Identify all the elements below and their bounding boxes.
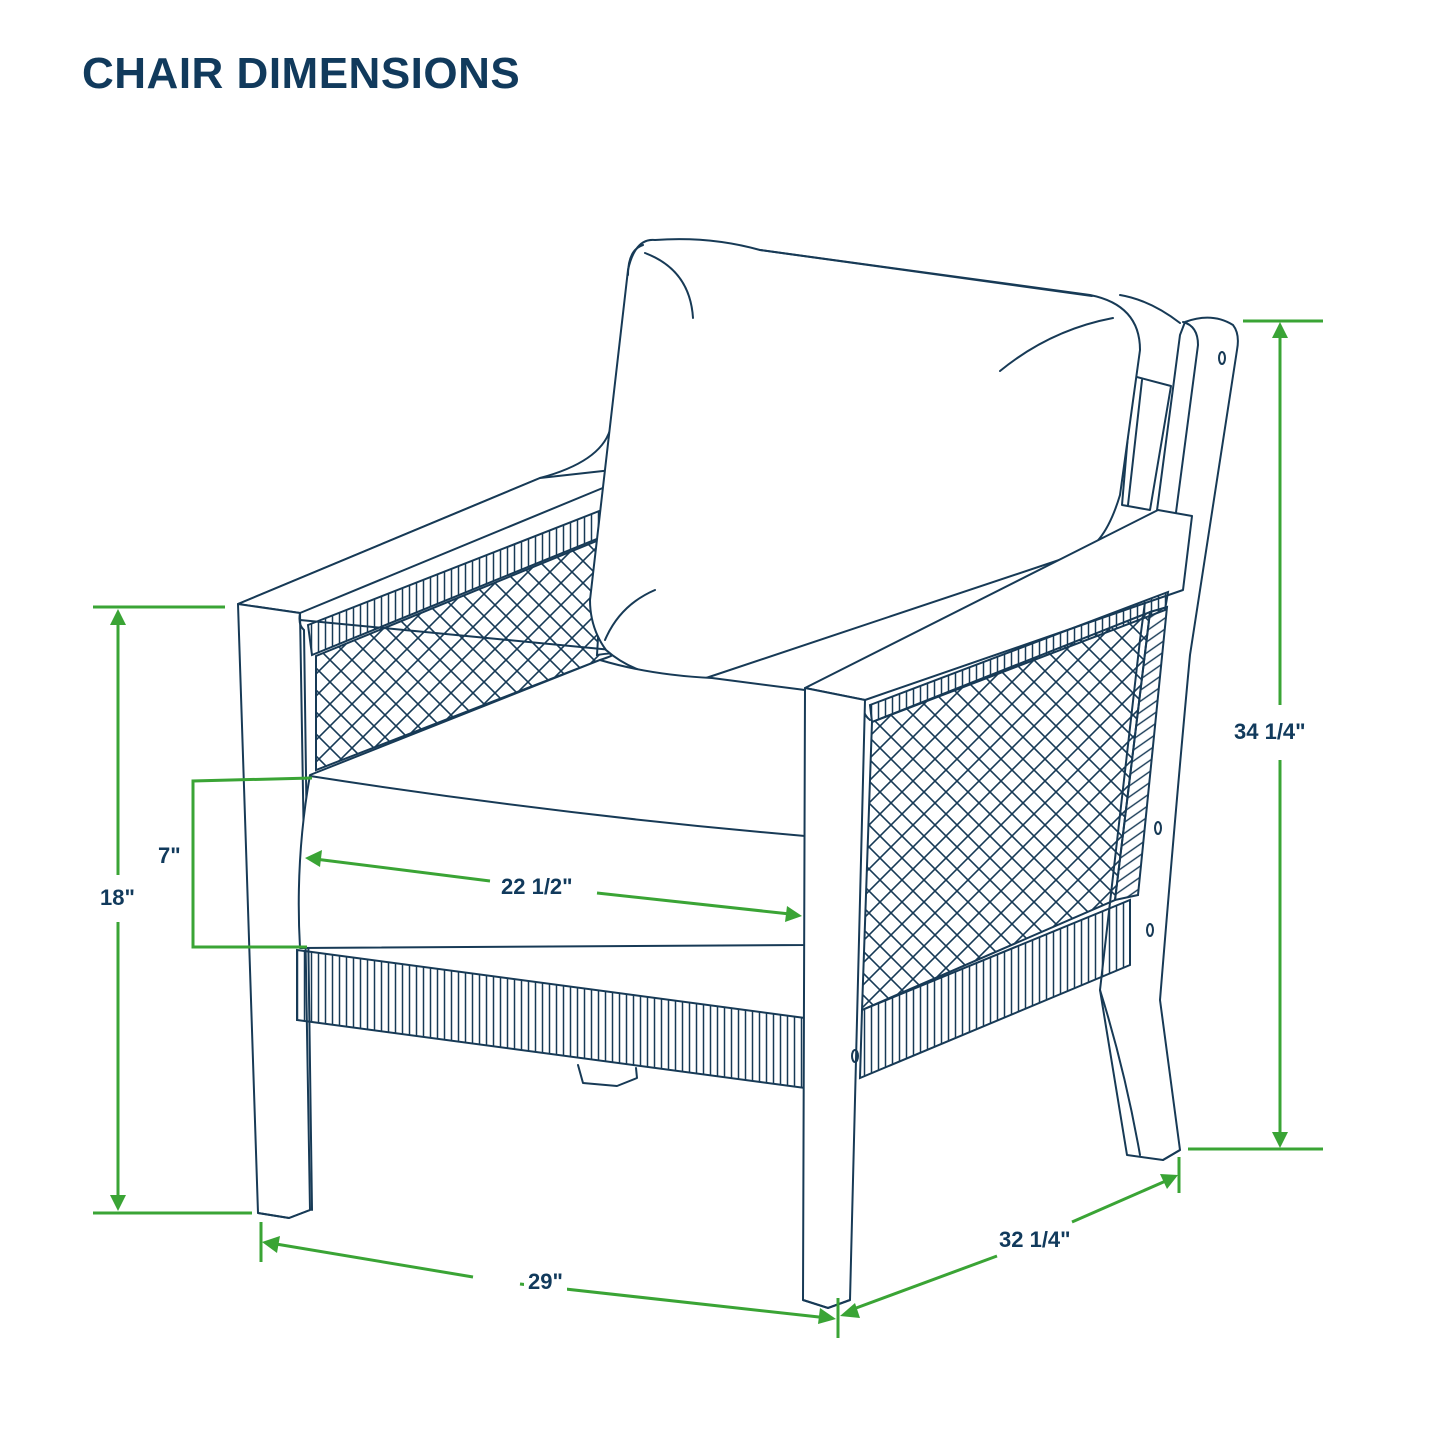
dimension-overall-depth [840, 1157, 1181, 1318]
label-overall-height: 34 1/4" [1230, 721, 1310, 743]
label-arm-height: 18" [96, 887, 139, 909]
label-overall-width: 29" [524, 1271, 567, 1293]
dimension-overall-width [259, 1222, 840, 1338]
left-arm [237, 429, 616, 772]
label-overall-depth: 32 1/4" [995, 1229, 1075, 1251]
page-title: CHAIR DIMENSIONS [82, 49, 521, 98]
arrow-up-icon [1272, 322, 1288, 338]
dimension-overall-height [1188, 319, 1323, 1151]
label-seat-width: 22 1/2" [497, 876, 577, 898]
dimension-cushion-thickness [191, 776, 313, 949]
dimension-seat-width [305, 850, 802, 922]
seat-cushion [297, 659, 806, 949]
front-rail [296, 948, 806, 1090]
label-cushion-thickness: 7" [158, 843, 181, 868]
left-front-leg [237, 603, 313, 1220]
arrow-down-icon [110, 1195, 126, 1211]
dimension-arm-height [93, 605, 252, 1215]
right-front-leg [802, 687, 866, 1310]
right-arm [804, 509, 1193, 1080]
arrow-down-icon [1272, 1132, 1288, 1148]
arrow-up-icon [110, 609, 126, 625]
back-slat [1121, 375, 1172, 511]
back-frame [1099, 316, 1239, 1161]
